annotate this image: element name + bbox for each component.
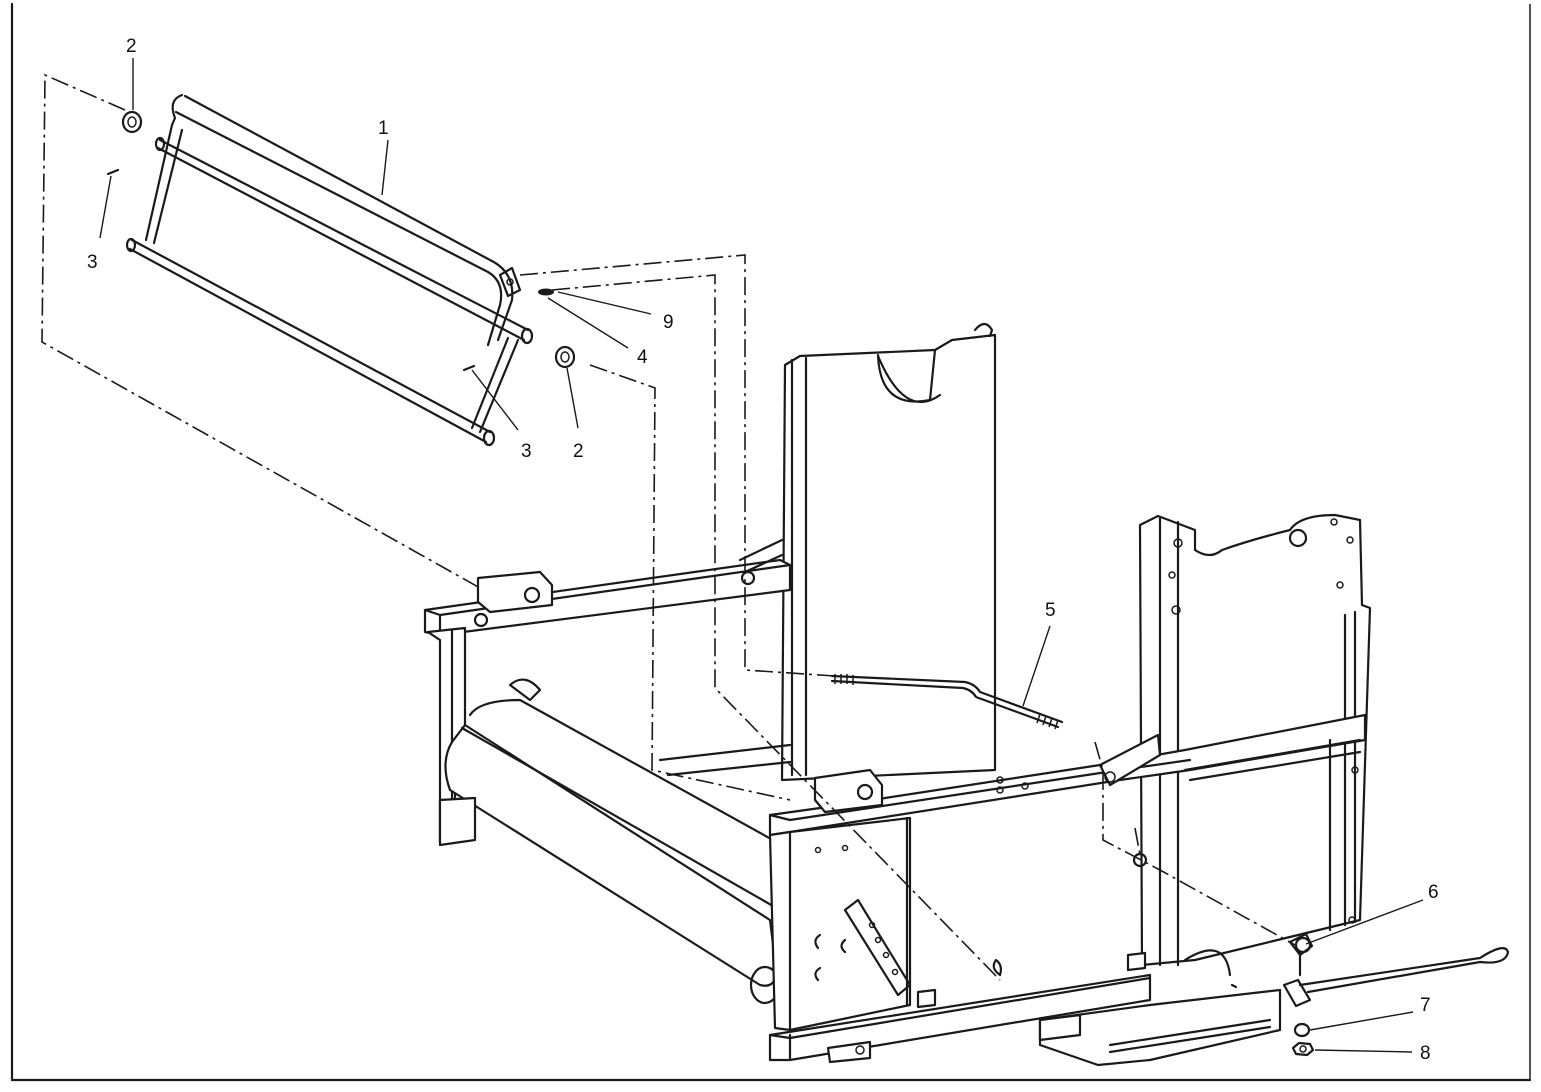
callout-2-right: 2: [573, 441, 584, 462]
callout-6: 6: [1428, 882, 1439, 903]
washer-2-right: [554, 345, 576, 369]
washer-2-top: [121, 110, 143, 134]
split-pin-3-left: [106, 168, 120, 176]
callout-3-right: 3: [521, 441, 532, 462]
threaded-rod-part-5: [830, 674, 1064, 730]
lever-handle-part-6: [1282, 932, 1510, 1008]
callout-5: 5: [1045, 600, 1056, 621]
split-pin-3-right: [462, 364, 476, 372]
nut-part-8: [1291, 1041, 1315, 1057]
callout-leaders: [99, 58, 1424, 1053]
callout-4: 4: [637, 347, 648, 368]
callout-3-left: 3: [87, 252, 98, 273]
callout-7: 7: [1420, 995, 1431, 1016]
callout-9: 9: [663, 312, 674, 333]
washer-part-7: [1293, 1022, 1311, 1038]
guard-bar-part-1: [125, 93, 534, 447]
frame-border: [10, 2, 1532, 1082]
loader-frame: [423, 322, 1372, 1067]
assembly-center-lines: [41, 73, 1296, 981]
callout-2-top: 2: [126, 36, 137, 57]
callout-1: 1: [378, 118, 389, 139]
callout-8: 8: [1420, 1043, 1431, 1064]
clip-pin-9: [538, 288, 554, 296]
callout-labels: 2 1 3 9 4 3 2 5 6 7 8: [87, 36, 1439, 1064]
